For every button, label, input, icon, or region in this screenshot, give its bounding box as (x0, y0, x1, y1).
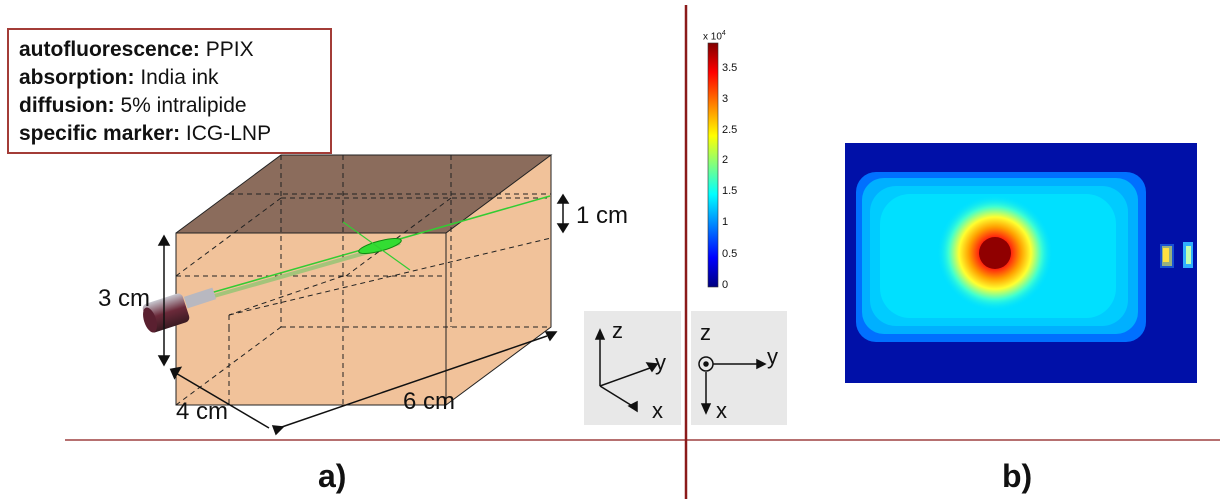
colorbar-tick: 1.5 (722, 185, 738, 197)
colorbar-tick: 3.5 (722, 62, 738, 74)
axis-b-z: z (700, 320, 711, 345)
colorbar-tick: 3 (722, 93, 729, 105)
legend-row-diffusion: diffusion: 5% intralipide (19, 94, 247, 117)
box-front-face (176, 233, 446, 405)
label-depth: 1 cm (576, 202, 629, 229)
colorbar-tick: 1 (722, 216, 729, 228)
colorbar-exponent: x 104 (703, 30, 726, 43)
fluorescence-heatmap (845, 143, 1197, 383)
panel-label-a: a) (318, 458, 347, 494)
axis-a-z: z (612, 318, 623, 343)
axis-b-y: y (767, 344, 778, 369)
colorbar-tick: 0.5 (722, 248, 738, 260)
axis-a-x: x (652, 398, 663, 423)
legend-row-absorption: absorption: India ink (19, 66, 219, 89)
label-height: 3 cm (98, 285, 151, 312)
axis-b-x: x (716, 398, 727, 423)
label-length: 6 cm (403, 388, 456, 415)
tumor-marker (358, 238, 402, 254)
colorbar-tick: 2.5 (722, 124, 738, 136)
phantom-box (142, 154, 570, 436)
label-width: 4 cm (176, 398, 229, 425)
colorbar (707, 42, 719, 288)
axis-a-y: y (655, 350, 666, 375)
colorbar-tick: 2 (722, 154, 729, 166)
legend-row-specific-marker: specific marker: ICG-LNP (19, 122, 272, 145)
legend-box: autofluorescence: PPIX absorption: India… (7, 28, 332, 154)
legend-row-autofluorescence: autofluorescence: PPIX (19, 38, 254, 61)
panel-label-b: b) (1002, 458, 1033, 494)
colorbar-tick: 0 (722, 279, 729, 291)
probe-icon (142, 287, 217, 333)
